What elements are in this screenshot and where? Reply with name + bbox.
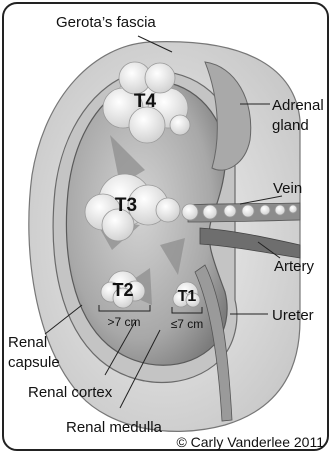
label-renal-capsule-2: capsule	[8, 354, 60, 371]
label-renal-medulla: Renal medulla	[66, 419, 163, 436]
label-ureter: Ureter	[272, 307, 314, 324]
copyright-credit: © Carly Vanderlee 2011	[176, 434, 324, 450]
label-artery: Artery	[274, 258, 315, 275]
label-adrenal-1: Adrenal	[272, 97, 324, 114]
stage-label-t3: T3	[115, 195, 137, 216]
t2-size-label: >7 cm	[107, 315, 140, 329]
label-renal-capsule-1: Renal	[8, 334, 47, 351]
label-gerotas-fascia: Gerota’s fascia	[56, 14, 156, 31]
label-adrenal-2: gland	[272, 117, 309, 134]
t1-size-label: ≤7 cm	[171, 317, 204, 331]
label-vein: Vein	[273, 180, 302, 197]
stage-label-t1: T1	[178, 288, 197, 305]
stage-label-t2: T2	[112, 280, 133, 300]
stage-label-t4: T4	[134, 91, 157, 112]
label-renal-cortex: Renal cortex	[28, 384, 113, 401]
